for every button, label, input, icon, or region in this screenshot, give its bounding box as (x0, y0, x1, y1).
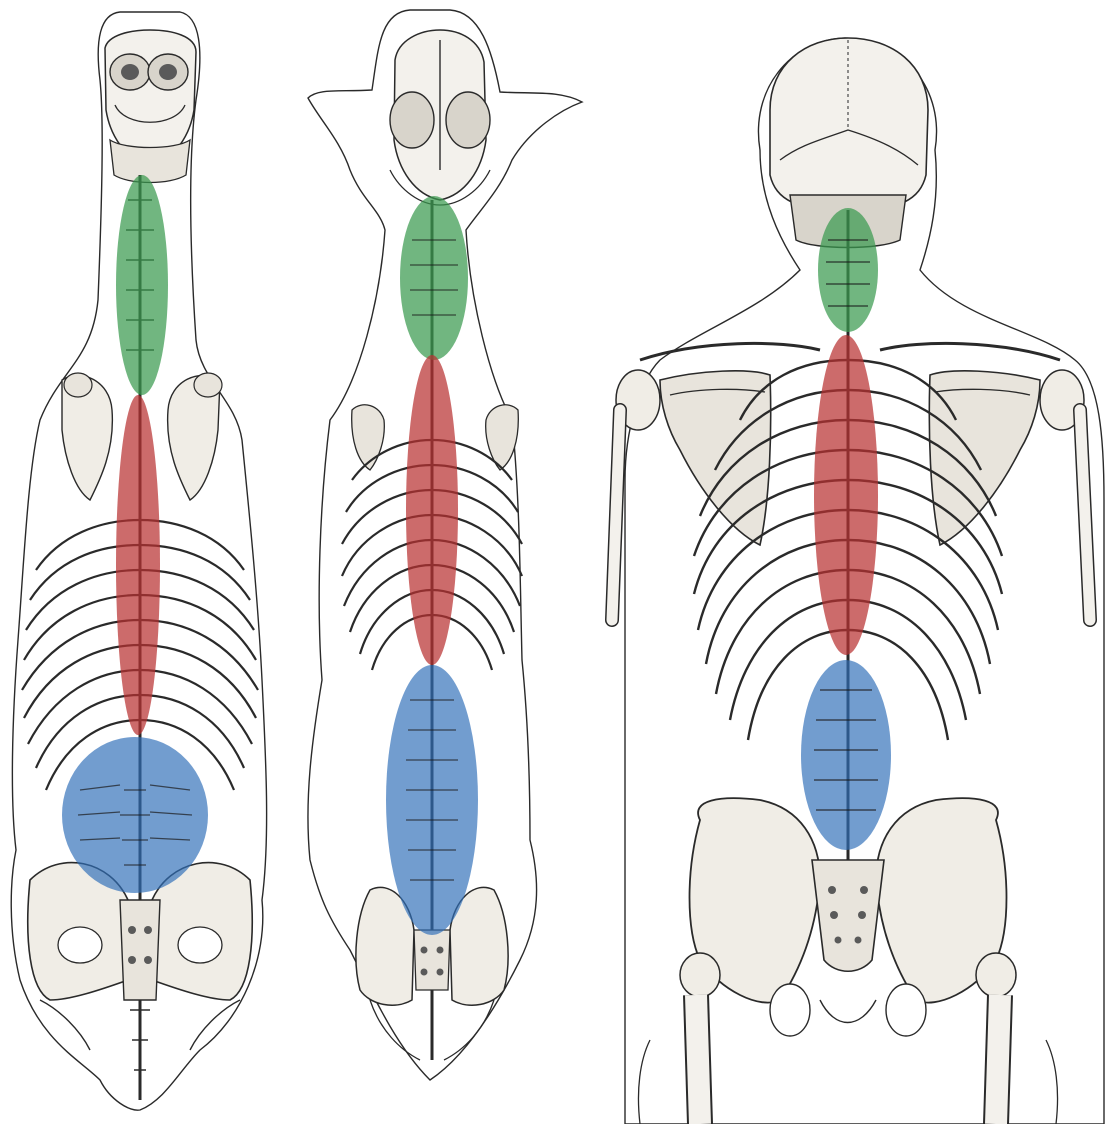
dog-thoracic-highlight (406, 355, 458, 665)
horse-cervical-highlight (116, 175, 168, 395)
horse-skull (105, 30, 196, 183)
human-thoracic-highlight (814, 335, 878, 655)
dog-lumbar-highlight (386, 665, 478, 935)
human-lumbar-highlight (801, 660, 891, 850)
dog-cervical-highlight (400, 196, 468, 360)
human-cervical-highlight (818, 208, 878, 332)
horse-thoracic-highlight (116, 395, 160, 735)
